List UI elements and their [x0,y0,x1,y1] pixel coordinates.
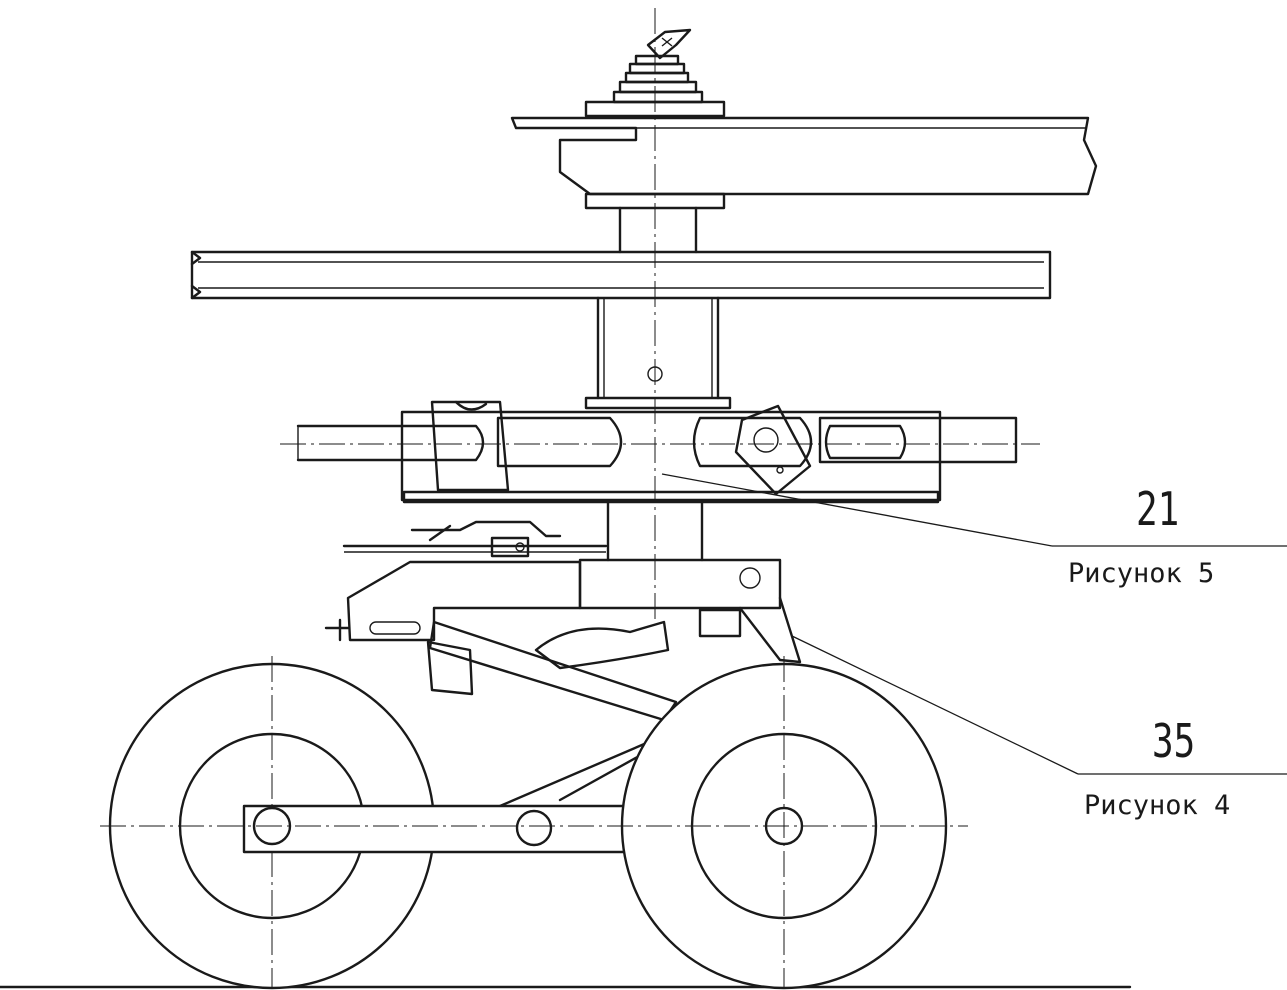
leader-line-21 [661,473,1287,547]
leader-line-35 [791,635,1287,775]
i-beam [190,250,1052,300]
bogie-beam [242,804,626,854]
callout-caption-35: Рисунок 4 [1084,790,1231,821]
lower-bracket [324,558,802,664]
cross-axle-housing [280,400,1040,504]
shock-strut [584,296,732,410]
top-nut-assembly [584,28,726,118]
callout-number-35: 35 [1152,714,1196,768]
callout-number-21: 21 [1136,482,1180,536]
callout-caption-21: Рисунок 5 [1068,558,1215,589]
upper-strut-tube [618,206,698,254]
upper-beam [510,116,1098,210]
steering-linkage [342,520,608,558]
right-wheel [620,656,948,990]
lower-piston [606,500,704,562]
